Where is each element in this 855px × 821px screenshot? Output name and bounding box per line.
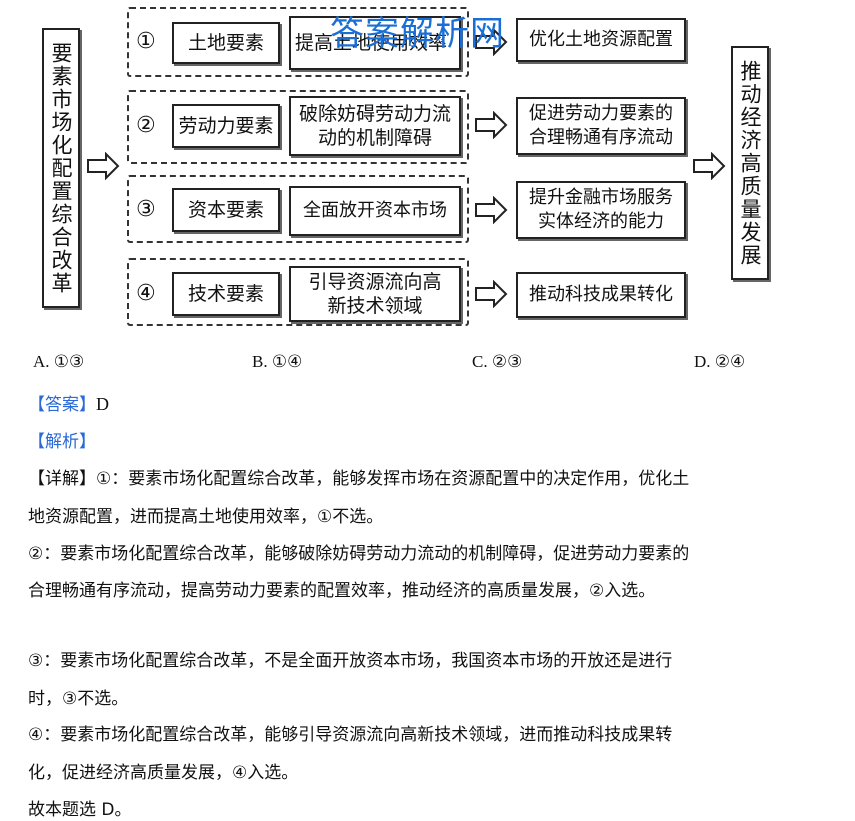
row-3-number: ③ xyxy=(136,197,156,222)
watermark: 答案解析网 xyxy=(330,14,505,54)
explanation-line-7: ④：要素市场化配置综合改革，能够引导资源流向高新技术领域，进而推动科技成果转 xyxy=(28,725,673,745)
row-1-frame xyxy=(127,7,469,77)
row-2-arrow-icon xyxy=(475,111,508,139)
row-3-middle: 全面放开资本市场 xyxy=(289,186,461,236)
row-2-factor: 劳动力要素 xyxy=(172,104,280,148)
row-1-arrow-icon xyxy=(475,28,508,56)
option-c: C. ②③ xyxy=(472,352,523,371)
answer-tag: 【答案】 xyxy=(28,395,96,415)
explanation-line-5: ③：要素市场化配置综合改革，不是全面开放资本市场，我国资本市场的开放还是进行 xyxy=(28,651,673,671)
row-1-factor: 土地要素 xyxy=(172,22,280,64)
explanation-line-6: 时，③不选。 xyxy=(28,689,129,709)
row-4-arrow-icon xyxy=(475,280,508,308)
option-b: B. ①④ xyxy=(252,352,303,371)
row-4-factor: 技术要素 xyxy=(172,272,280,316)
right-box: 推动经济高质量发展 xyxy=(731,46,769,280)
answer-value: D xyxy=(96,394,109,414)
row-1-result: 优化土地资源配置 xyxy=(516,18,686,62)
row-3-arrow-icon xyxy=(475,196,508,224)
row-3-factor: 资本要素 xyxy=(172,188,280,232)
option-d: D. ②④ xyxy=(694,352,746,371)
analysis-tag: 【解析】 xyxy=(28,432,96,452)
row-4-number: ④ xyxy=(136,281,156,306)
row-3-frame xyxy=(127,175,469,243)
row-2-number: ② xyxy=(136,113,156,138)
option-a: A. ①③ xyxy=(33,352,85,371)
row-2-middle: 破除妨碍劳动力流动的机制障碍 xyxy=(289,96,461,156)
row-1-number: ① xyxy=(136,29,156,54)
row-4-frame xyxy=(127,258,469,326)
row-4-result: 推动科技成果转化 xyxy=(516,272,686,318)
explanation-line-3: ②：要素市场化配置综合改革，能够破除妨碍劳动力流动的机制障碍，促进劳动力要素的 xyxy=(28,544,690,564)
row-2-frame xyxy=(127,90,469,164)
row-2-result: 促进劳动力要素的合理畅通有序流动 xyxy=(516,97,686,155)
explanation-line-1: 【详解】①：要素市场化配置综合改革，能够发挥市场在资源配置中的决定作用，优化土 xyxy=(28,469,690,489)
explanation-line-8: 化，促进经济高质量发展，④入选。 xyxy=(28,763,299,783)
explanation-line-9: 故本题选 D。 xyxy=(28,800,132,820)
row-4-middle: 引导资源流向高新技术领域 xyxy=(289,266,461,322)
explanation-line-2: 地资源配置，进而提高土地使用效率，①不选。 xyxy=(28,507,384,527)
left-box: 要素市场化配置综合改革 xyxy=(42,28,80,308)
row-3-result: 提升金融市场服务实体经济的能力 xyxy=(516,181,686,239)
explanation-line-4: 合理畅通有序流动，提高劳动力要素的配置效率，推动经济的高质量发展，②入选。 xyxy=(28,581,656,601)
row-1-middle: 提高土地使用效率 xyxy=(289,16,461,70)
right-arrow-icon xyxy=(693,152,726,180)
answer-line: 【答案】D xyxy=(28,390,109,415)
left-arrow-icon xyxy=(87,152,120,180)
